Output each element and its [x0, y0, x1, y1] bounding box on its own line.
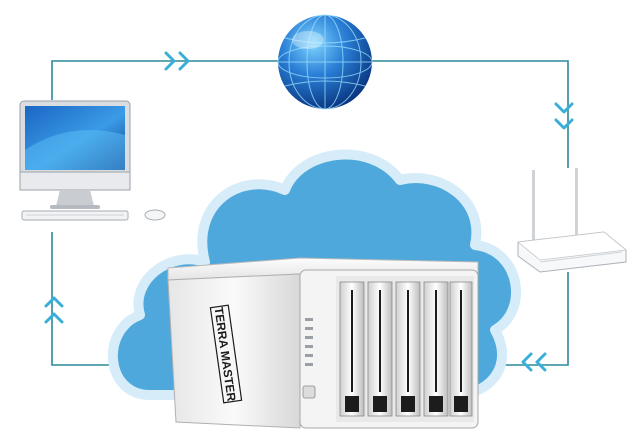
power-button-icon [302, 385, 316, 399]
nas-device-icon: TERRA MASTER [167, 257, 479, 429]
desktop-computer-icon [19, 100, 166, 221]
direction-chevrons [44, 51, 574, 372]
chevron-down-icon [554, 102, 574, 130]
line-globe-to-router [372, 60, 569, 168]
chevron-left-icon [521, 352, 547, 372]
drive-bays [339, 281, 473, 417]
line-router-to-nas [478, 272, 569, 366]
chevron-right-icon [164, 51, 190, 71]
wifi-router-icon [517, 168, 627, 273]
line-computer-to-globe [51, 60, 280, 100]
chevron-up-icon [44, 296, 64, 324]
status-leds [305, 318, 313, 366]
globe-icon [277, 14, 373, 110]
